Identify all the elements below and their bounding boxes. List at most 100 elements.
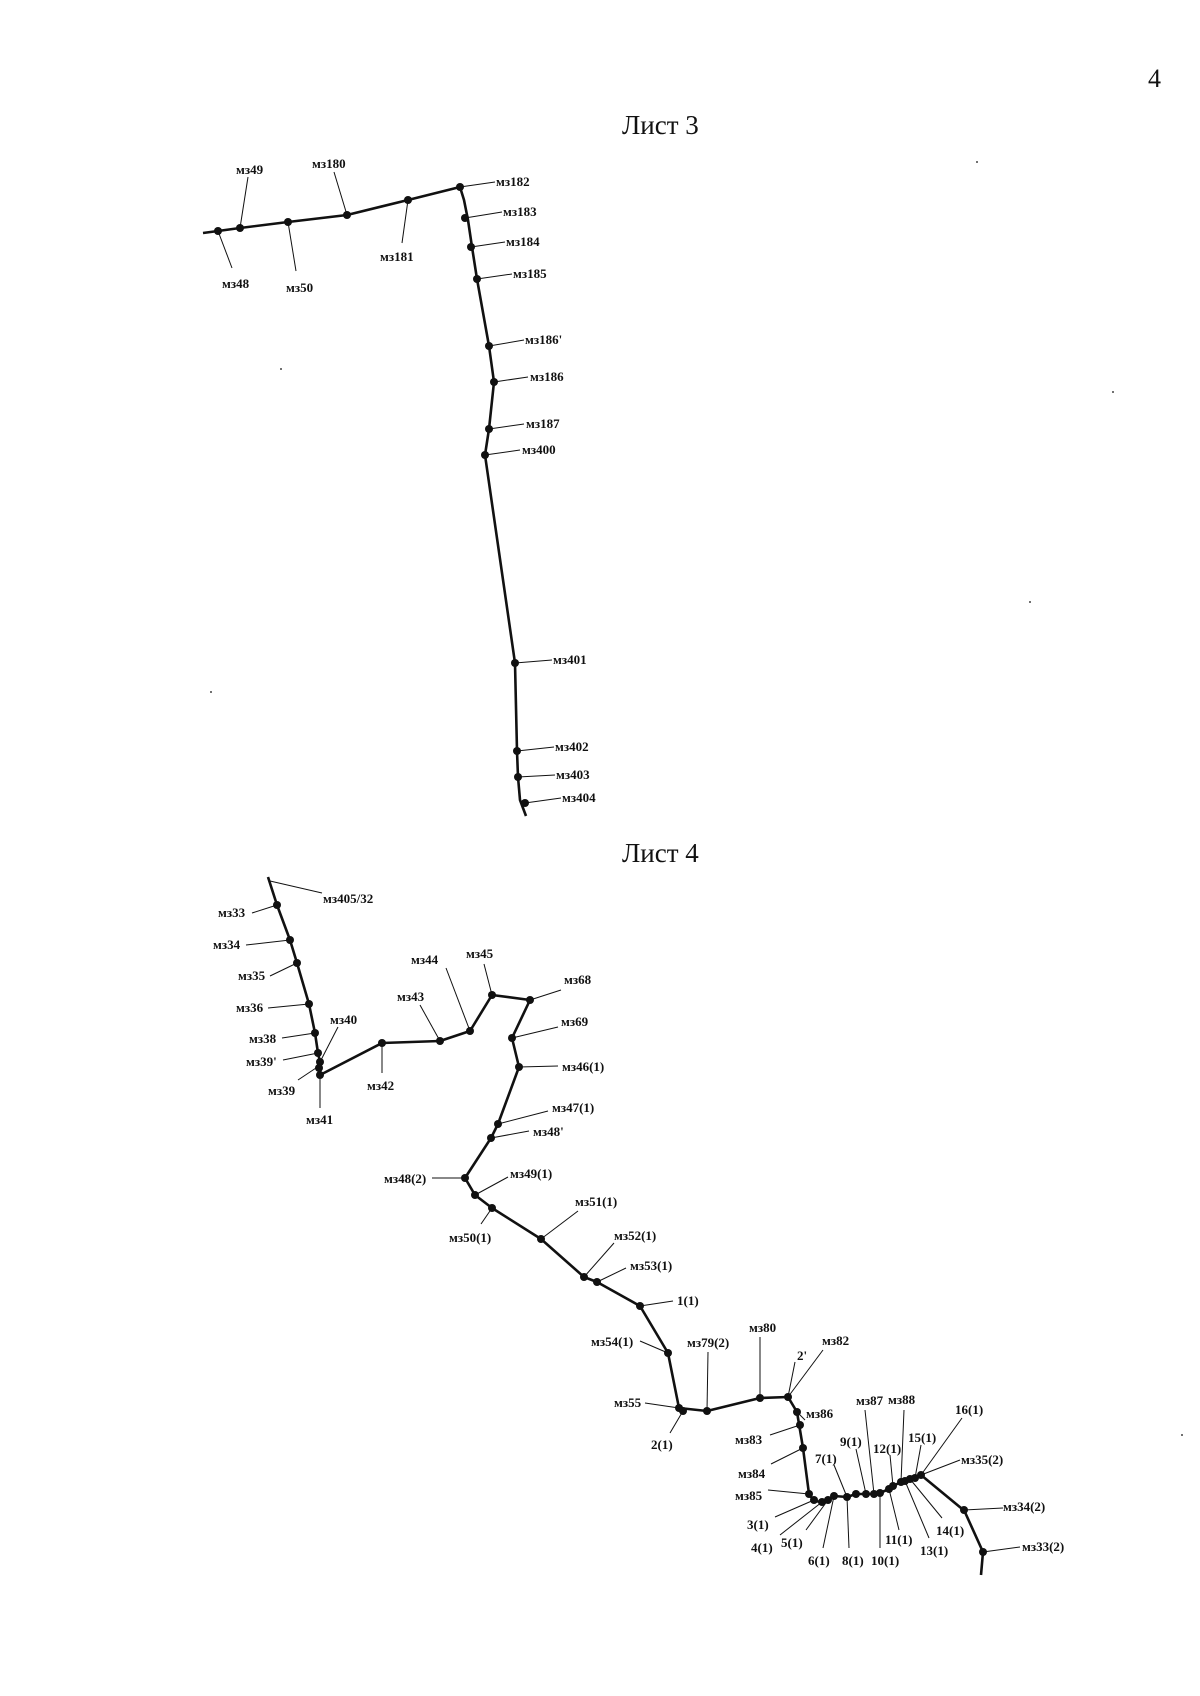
leader bbox=[524, 797, 562, 804]
leader bbox=[639, 1340, 669, 1354]
label-mz403: мз403 bbox=[556, 767, 590, 782]
leader bbox=[401, 199, 409, 244]
label-mz48: мз48 bbox=[222, 276, 250, 291]
label-mz180: мз180 bbox=[312, 156, 346, 171]
leader bbox=[483, 963, 493, 996]
label-mz35-2: мз35(2) bbox=[961, 1452, 1003, 1467]
speck bbox=[210, 691, 212, 693]
label-mz33-2: мз33(2) bbox=[1022, 1539, 1064, 1554]
label-mz52-1: мз52(1) bbox=[614, 1228, 656, 1243]
leader bbox=[833, 1464, 848, 1498]
leader bbox=[900, 1409, 905, 1483]
label-mz54-1: мз54(1) bbox=[591, 1334, 633, 1349]
leader bbox=[889, 1454, 894, 1487]
label-mz41: мз41 bbox=[306, 1112, 333, 1127]
leader bbox=[245, 939, 291, 946]
label-mz49-1: мз49(1) bbox=[510, 1166, 552, 1181]
leader bbox=[319, 1026, 339, 1063]
label-mz53-1: мз53(1) bbox=[630, 1258, 672, 1273]
leader bbox=[909, 1478, 943, 1519]
speck bbox=[1112, 391, 1114, 393]
label-mz49: мз49 bbox=[236, 162, 264, 177]
leader bbox=[774, 1499, 815, 1518]
leader bbox=[484, 449, 521, 456]
speck bbox=[1029, 601, 1031, 603]
leader bbox=[464, 211, 503, 219]
leader bbox=[511, 1026, 559, 1039]
leader bbox=[470, 241, 506, 248]
leader bbox=[864, 1409, 875, 1495]
label-mz402: мз402 bbox=[555, 739, 589, 754]
leader bbox=[805, 1499, 829, 1531]
page-number: 4 bbox=[1148, 64, 1161, 93]
label-mz187: мз187 bbox=[526, 416, 560, 431]
leader bbox=[583, 1242, 615, 1278]
label-mz55: мз55 bbox=[614, 1395, 642, 1410]
label-6-1: 6(1) bbox=[808, 1553, 830, 1568]
sheet-4-leaders bbox=[245, 880, 1021, 1553]
label-mz184: мз184 bbox=[506, 234, 540, 249]
leader bbox=[596, 1267, 627, 1283]
leader bbox=[787, 1361, 796, 1398]
point-mz39 bbox=[315, 1064, 323, 1072]
label-mz83: мз83 bbox=[735, 1432, 763, 1447]
leader bbox=[920, 1459, 961, 1476]
leader bbox=[822, 1495, 835, 1549]
leader bbox=[517, 774, 556, 778]
label-mz186-prime: мз186' bbox=[525, 332, 562, 347]
label-9-1: 9(1) bbox=[840, 1434, 862, 1449]
label-7-1: 7(1) bbox=[815, 1451, 837, 1466]
label-mz79-2: мз79(2) bbox=[687, 1335, 729, 1350]
leader bbox=[267, 1003, 310, 1009]
sheet-3-route-line bbox=[202, 185, 528, 817]
label-mz87: мз87 bbox=[856, 1393, 884, 1408]
leader bbox=[493, 376, 529, 383]
speck bbox=[976, 161, 978, 163]
label-mz400: мз400 bbox=[522, 442, 556, 457]
leader bbox=[963, 1507, 1004, 1511]
leader bbox=[474, 1176, 509, 1196]
label-mz84: мз84 bbox=[738, 1466, 766, 1481]
leader bbox=[282, 1052, 319, 1061]
label-2-1: 2(1) bbox=[651, 1437, 673, 1452]
label-mz48-prime: мз48' bbox=[533, 1124, 564, 1139]
leader bbox=[904, 1480, 930, 1539]
label-mz33: мз33 bbox=[218, 905, 246, 920]
leader bbox=[770, 1447, 804, 1465]
leader bbox=[419, 1004, 441, 1042]
leader bbox=[888, 1488, 900, 1531]
leader bbox=[920, 1417, 963, 1476]
label-mz186: мз186 bbox=[530, 369, 564, 384]
leader bbox=[269, 880, 323, 894]
sheet-4-route-line bbox=[266, 876, 985, 1576]
label-mz34-2: мз34(2) bbox=[1003, 1499, 1045, 1514]
leader bbox=[769, 1424, 801, 1436]
leader bbox=[488, 339, 525, 347]
sheet-3-title: Лист 3 bbox=[622, 110, 699, 140]
label-mz50-1: мз50(1) bbox=[449, 1230, 491, 1245]
label-11-1: 11(1) bbox=[885, 1532, 912, 1547]
leader bbox=[516, 746, 555, 752]
label-mz401: мз401 bbox=[553, 652, 587, 667]
leader bbox=[639, 1300, 674, 1307]
label-mz48-2: мз48(2) bbox=[384, 1171, 426, 1186]
label-12-1: 12(1) bbox=[873, 1441, 901, 1456]
leader bbox=[914, 1444, 922, 1479]
label-mz405-32: мз405/32 bbox=[323, 891, 373, 906]
sheet-3-leaders bbox=[217, 171, 562, 804]
leader bbox=[281, 1032, 316, 1039]
label-mz38: мз38 bbox=[249, 1031, 277, 1046]
label-15-1: 15(1) bbox=[908, 1430, 936, 1445]
leader bbox=[529, 989, 562, 1001]
label-mz46-1: мз46(1) bbox=[562, 1059, 604, 1074]
leader bbox=[644, 1402, 680, 1409]
label-mz182: мз182 bbox=[496, 174, 530, 189]
label-mz43: мз43 bbox=[397, 989, 425, 1004]
leader bbox=[767, 1489, 810, 1495]
label-mz86: мз86 bbox=[806, 1406, 834, 1421]
leader bbox=[217, 230, 233, 269]
label-mz68: мз68 bbox=[564, 972, 592, 987]
leader bbox=[269, 962, 298, 977]
label-1-1: 1(1) bbox=[677, 1293, 699, 1308]
